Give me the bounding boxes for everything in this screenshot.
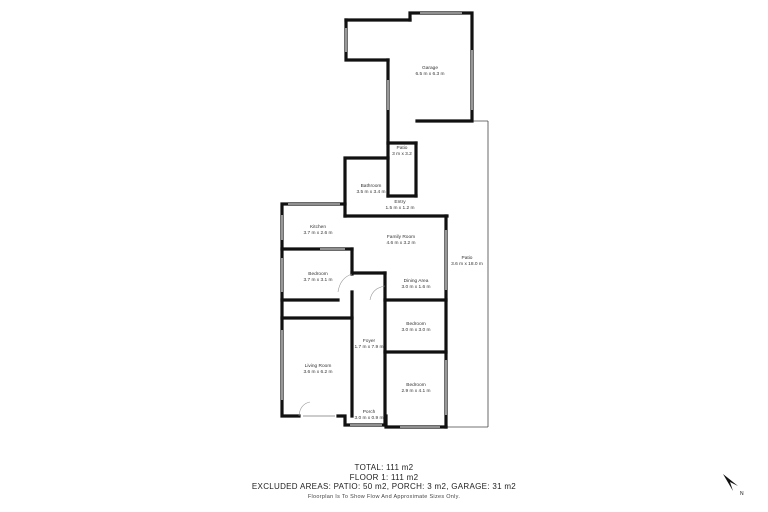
room-living: Living Room 3.6 m x 6.2 m [303, 363, 332, 375]
room-size: 3.0 m x 0.9 m [354, 415, 383, 421]
room-size: 4.6 m x 3.2 m [386, 240, 415, 246]
walls [280, 11, 474, 429]
room-size: 3.7 m x 2.6 m [303, 230, 332, 236]
room-size: 3.6 m x 6.2 m [303, 369, 332, 375]
room-garage: Garage 6.5 m x 6.3 m [415, 65, 444, 77]
room-family: Family Room 4.6 m x 3.2 m [386, 234, 415, 246]
room-size: 3.5 m x 3.4 m [356, 189, 385, 195]
windows [281, 12, 473, 428]
room-patio-large: Patio 3.6 m x 18.0 m [451, 255, 483, 267]
summary-disclaimer: Floorplan Is To Show Flow And Approximat… [307, 494, 461, 500]
room-foyer: Foyer 1.7 m x 7.9 m [354, 338, 383, 350]
room-name: Bedroom [308, 271, 327, 277]
room-name: Living Room [305, 363, 332, 369]
room-size: 2.9 m x 4.1 m [401, 388, 430, 394]
room-size: 3.0 m x 1.6 m [401, 284, 430, 290]
room-size: 3.0 m x 3.0 m [401, 327, 430, 333]
room-size: 1.5 m x 1.2 m [385, 205, 414, 211]
room-patio-small: Patio 3 m x 3.2 [392, 145, 412, 157]
compass-label: N [740, 491, 744, 497]
room-porch: Porch 3.0 m x 0.9 m [354, 409, 383, 421]
room-name: Family Room [387, 234, 415, 240]
north-arrow-icon: N [723, 474, 744, 497]
doors [298, 273, 386, 417]
room-size: 1.7 m x 7.9 m [354, 344, 383, 350]
room-name: Kitchen [310, 224, 326, 230]
room-kitchen: Kitchen 3.7 m x 2.6 m [303, 224, 332, 236]
room-bathroom: Bathroom 3.5 m x 3.4 m [356, 183, 385, 195]
room-name: Entry [394, 199, 406, 205]
room-size: 6.5 m x 6.3 m [415, 71, 444, 77]
room-name: Bedroom [406, 382, 425, 388]
room-name: Bedroom [406, 321, 425, 327]
room-name: Patio [397, 145, 408, 151]
room-bedroom-2: Bedroom 3.0 m x 3.0 m [401, 321, 430, 333]
room-name: Garage [422, 65, 438, 71]
room-name: Patio [462, 255, 473, 261]
room-dining: Dining Area 3.0 m x 1.6 m [401, 278, 430, 290]
summary-excluded: EXCLUDED AREAS: PATIO: 50 m2, PORCH: 3 m… [251, 482, 517, 491]
room-size: 3.6 m x 18.0 m [451, 261, 483, 267]
room-size: 3.7 m x 3.1 m [303, 277, 332, 283]
summary-floor: FLOOR 1: 111 m2 [349, 473, 419, 482]
summary-total: TOTAL: 111 m2 [354, 463, 414, 472]
room-bedroom-3: Bedroom 2.9 m x 4.1 m [401, 382, 430, 394]
room-name: Foyer [363, 338, 376, 344]
patio-outline [417, 16, 489, 428]
room-size: 3 m x 3.2 [392, 151, 412, 157]
room-entry: Entry 1.5 m x 1.2 m [385, 199, 414, 211]
room-name: Porch [363, 409, 376, 415]
room-name: Dining Area [404, 278, 429, 284]
room-name: Bathroom [361, 183, 382, 189]
room-bedroom-1: Bedroom 3.7 m x 3.1 m [303, 271, 332, 283]
